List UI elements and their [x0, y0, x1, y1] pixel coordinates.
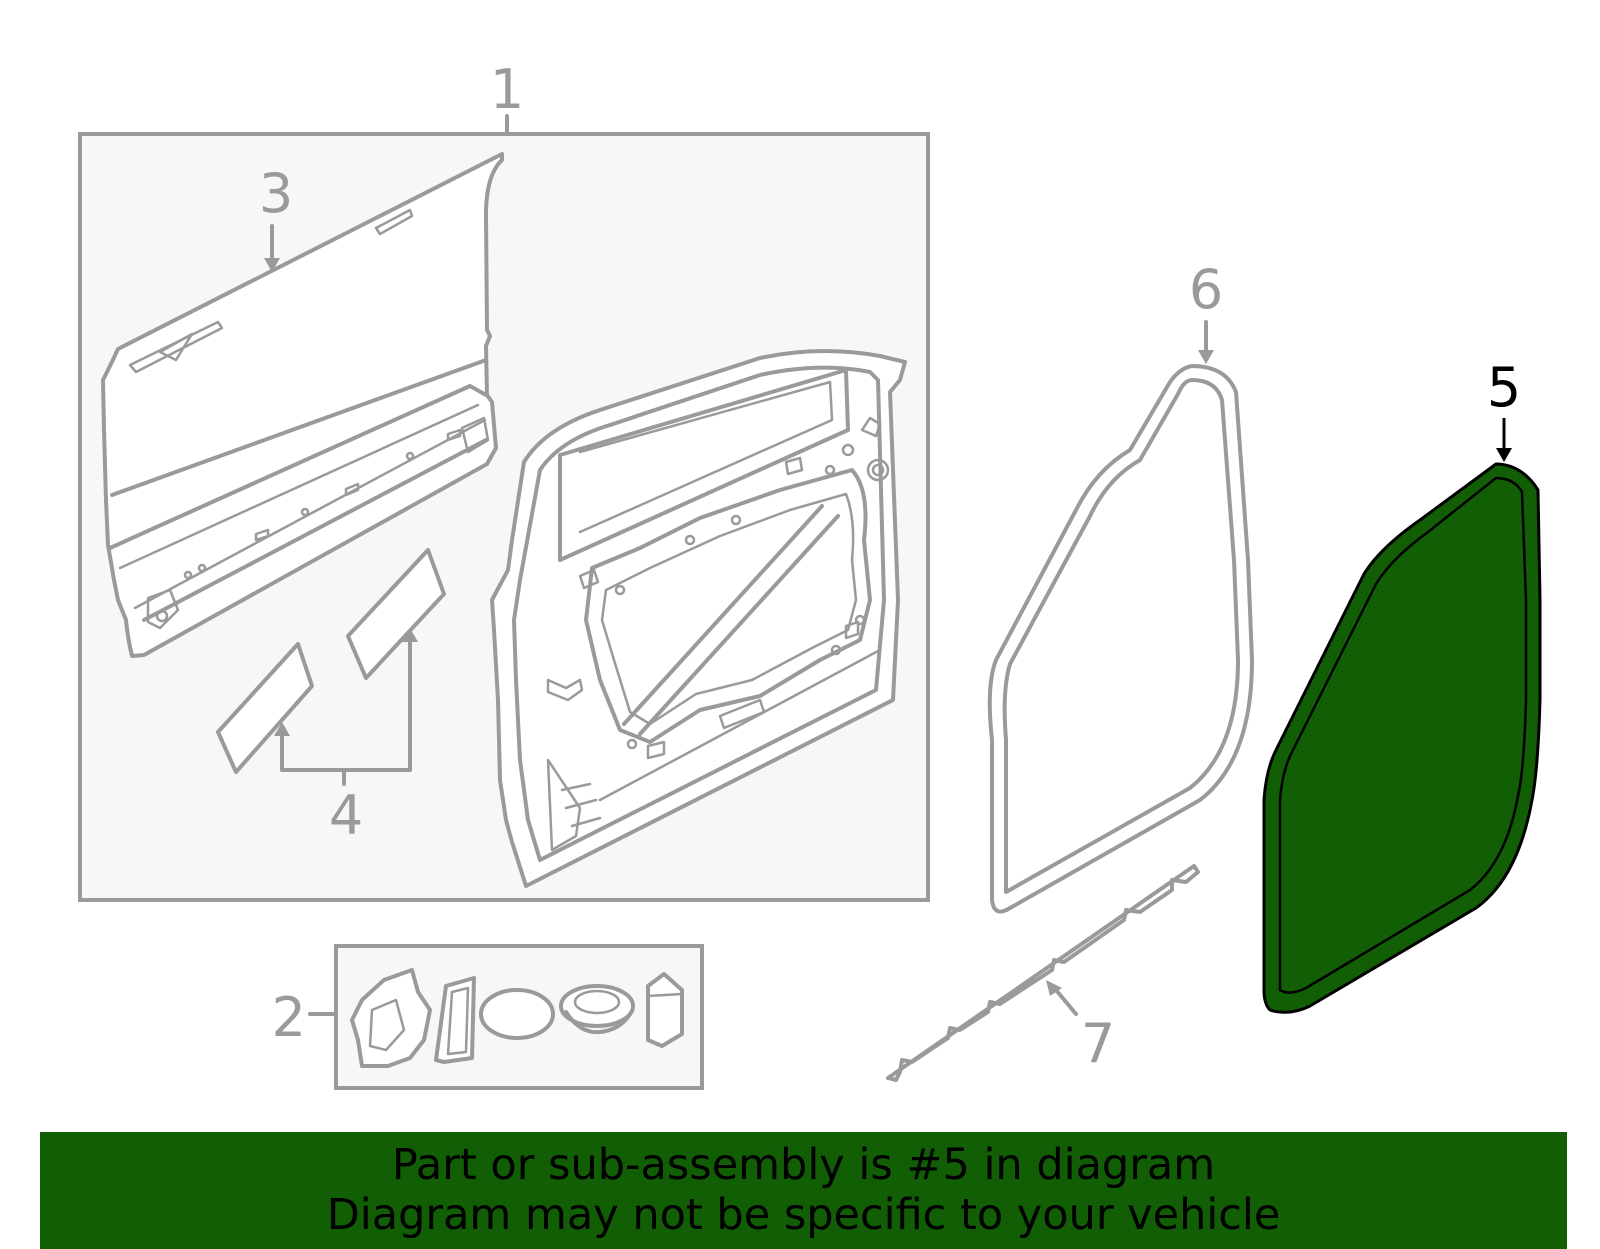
- callout-number-1[interactable]: 1: [490, 58, 524, 121]
- leader-arrow-6: [1198, 320, 1214, 364]
- leader-arrow-7: [1046, 980, 1078, 1016]
- weatherstrip-part-6[interactable]: [987, 364, 1254, 914]
- door-outer-panel-part-3[interactable]: [101, 152, 504, 658]
- leader-bracket-4: [274, 628, 418, 786]
- callout-number-4[interactable]: 4: [329, 784, 363, 847]
- callout-number-6[interactable]: 6: [1189, 258, 1223, 321]
- callout-number-2[interactable]: 2: [272, 986, 306, 1049]
- adhesive-pads-part-4[interactable]: [216, 548, 446, 774]
- info-banner: Part or sub-assembly is #5 in diagram Di…: [40, 1132, 1567, 1249]
- callout-number-7[interactable]: 7: [1081, 1012, 1115, 1075]
- leader-arrow-3: [264, 224, 280, 272]
- sill-seal-part-7[interactable]: [886, 864, 1200, 1082]
- seal-part-5-highlighted[interactable]: [1262, 462, 1542, 1014]
- door-shell-frame: [490, 349, 907, 888]
- banner-line-disclaimer: Diagram may not be specific to your vehi…: [326, 1190, 1281, 1240]
- callout-number-5[interactable]: 5: [1487, 356, 1521, 419]
- hardware-kit-parts[interactable]: [350, 968, 684, 1068]
- banner-line-part-number: Part or sub-assembly is #5 in diagram: [391, 1140, 1216, 1190]
- leader-arrow-5: [1496, 418, 1512, 462]
- callout-number-3[interactable]: 3: [259, 162, 293, 225]
